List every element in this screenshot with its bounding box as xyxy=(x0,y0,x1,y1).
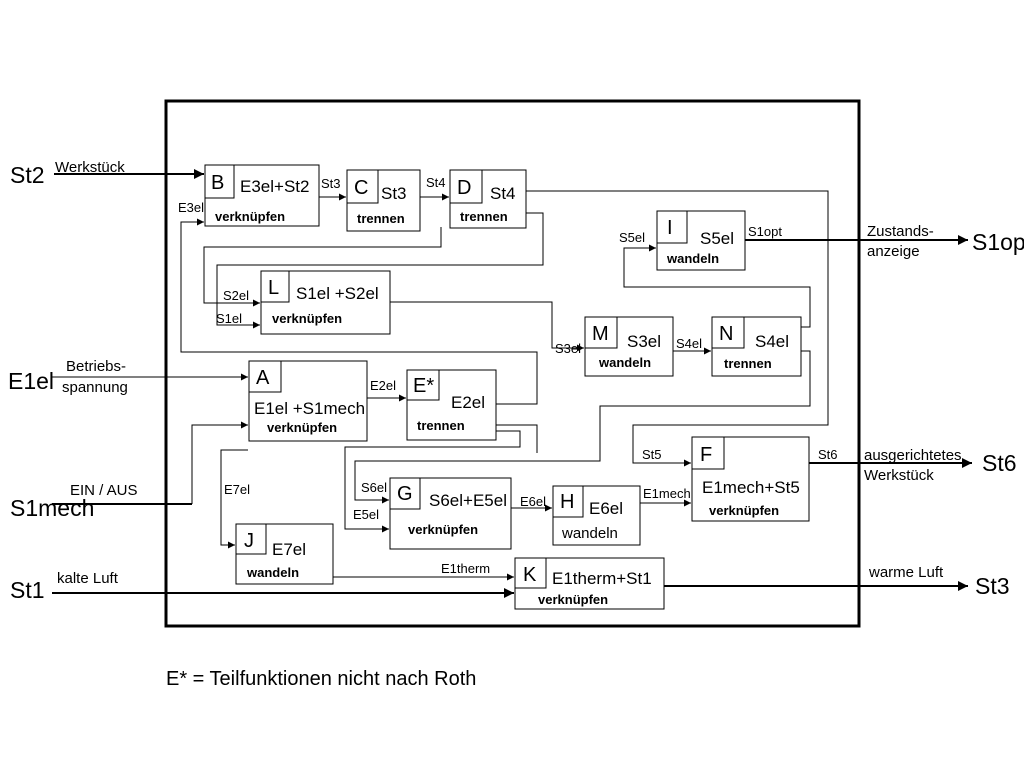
block-letter: I xyxy=(667,217,673,239)
block-J: J E7el wandeln xyxy=(235,523,334,585)
block-formula: E6el xyxy=(589,499,623,518)
block-L: L S1el +S2el verknüpfen xyxy=(260,270,391,335)
block-operation: trennen xyxy=(460,209,508,224)
label-anzeige: anzeige xyxy=(867,243,920,260)
block-N: N S4el trennen xyxy=(711,316,802,377)
block-I: I S5el wandeln xyxy=(656,210,746,271)
block-letter: J xyxy=(244,530,254,552)
block-operation: verknüpfen xyxy=(538,592,608,607)
block-formula: S4el xyxy=(755,332,789,351)
block-letter: F xyxy=(700,444,712,466)
block-C: C St3 trennen xyxy=(346,169,421,232)
signal-s2el: S2el xyxy=(223,288,249,303)
block-operation: wandeln xyxy=(561,525,618,542)
block-formula: St3 xyxy=(381,184,407,203)
block-H: H E6el wandeln xyxy=(552,485,641,546)
signal-s6el: S6el xyxy=(361,480,387,495)
block-formula: E3el+St2 xyxy=(240,177,309,196)
signal-st6: St6 xyxy=(818,447,838,462)
signal-e5el: E5el xyxy=(353,507,379,522)
block-letter: M xyxy=(592,323,609,345)
block-letter: D xyxy=(457,177,471,199)
block-operation: verknüpfen xyxy=(709,503,779,518)
label-betriebs: Betriebs- xyxy=(66,358,126,375)
external-flows: St2 Werkstück E1el Betriebs- spannung S1… xyxy=(8,159,1024,603)
label-werkstueck-out: Werkstück xyxy=(864,467,934,484)
block-formula: E7el xyxy=(272,540,306,559)
block-operation: wandeln xyxy=(666,251,719,266)
block-letter: G xyxy=(397,483,413,505)
block-letter: E* xyxy=(413,375,434,397)
signal-st5: St5 xyxy=(642,447,662,462)
block-K: K E1therm+St1 verknüpfen xyxy=(514,557,665,610)
block-operation: wandeln xyxy=(246,565,299,580)
block-letter: C xyxy=(354,177,368,199)
label-ein-aus: EIN / AUS xyxy=(70,482,138,499)
signal-e7el: E7el xyxy=(224,482,250,497)
block-M: M S3el wandeln xyxy=(584,316,674,377)
block-formula: S1el +S2el xyxy=(296,284,379,303)
signal-e3el: E3el xyxy=(178,200,204,215)
block-operation: verknüpfen xyxy=(267,420,337,435)
block-A: A E1el +S1mech verknüpfen xyxy=(248,360,368,442)
block-D: D St4 trennen xyxy=(449,169,527,229)
external-st2: St2 xyxy=(10,162,45,188)
block-formula: S6el+E5el xyxy=(429,491,507,510)
system-boundary xyxy=(164,99,861,628)
external-s1mech: S1mech xyxy=(10,495,94,521)
signal-e1therm: E1therm xyxy=(441,561,490,576)
label-warme-luft: warme Luft xyxy=(868,564,944,581)
signal-s3el: S3el xyxy=(555,341,581,356)
block-letter: A xyxy=(256,367,270,389)
label-ausgerichtetes: ausgerichtetes xyxy=(864,447,962,464)
signal-e6el: E6el xyxy=(520,494,546,509)
signal-st3: St3 xyxy=(321,176,341,191)
block-formula: E1el +S1mech xyxy=(254,399,365,418)
signal-st4: St4 xyxy=(426,175,446,190)
block-formula: S3el xyxy=(627,332,661,351)
external-e1el: E1el xyxy=(8,368,54,394)
block-G: G S6el+E5el verknüpfen xyxy=(389,477,512,550)
label-zustands: Zustands- xyxy=(867,223,934,240)
footnote: E* = Teilfunktionen nicht nach Roth xyxy=(166,668,476,690)
block-letter: H xyxy=(560,491,574,513)
signal-s5el: S5el xyxy=(619,230,645,245)
block-E-star: E* E2el trennen xyxy=(406,369,497,441)
signal-labels: St3 St4 E3el S5el S1opt S2el S1el S3el S… xyxy=(178,175,838,576)
block-formula: E1therm+St1 xyxy=(552,569,652,588)
block-operation: verknüpfen xyxy=(272,311,342,326)
block-operation: trennen xyxy=(724,356,772,371)
block-letter: L xyxy=(268,277,279,299)
external-st3: St3 xyxy=(975,573,1010,599)
label-kalte-luft: kalte Luft xyxy=(57,570,119,587)
block-letter: K xyxy=(523,564,537,586)
connections xyxy=(52,169,972,598)
label-werkstueck: Werkstück xyxy=(55,159,125,176)
block-operation: trennen xyxy=(357,211,405,226)
external-st6: St6 xyxy=(982,450,1017,476)
block-formula: S5el xyxy=(700,229,734,248)
block-operation: trennen xyxy=(417,418,465,433)
block-formula: E1mech+St5 xyxy=(702,478,800,497)
signal-e1mech: E1mech xyxy=(643,486,691,501)
block-letter: B xyxy=(211,172,224,194)
signal-s1opt: S1opt xyxy=(748,224,782,239)
block-operation: verknüpfen xyxy=(408,522,478,537)
block-letter: N xyxy=(719,323,733,345)
external-s1opt: S1opt xyxy=(972,229,1024,255)
block-formula: E2el xyxy=(451,393,485,412)
label-spannung: spannung xyxy=(62,379,128,396)
signal-s1el: S1el xyxy=(216,311,242,326)
signal-e2el: E2el xyxy=(370,378,396,393)
signal-s4el: S4el xyxy=(676,336,702,351)
block-operation: verknüpfen xyxy=(215,209,285,224)
block-F: F E1mech+St5 verknüpfen xyxy=(691,436,810,522)
block-B: B E3el+St2 verknüpfen xyxy=(204,164,320,227)
block-operation: wandeln xyxy=(598,355,651,370)
external-st1: St1 xyxy=(10,577,45,603)
block-formula: St4 xyxy=(490,184,516,203)
